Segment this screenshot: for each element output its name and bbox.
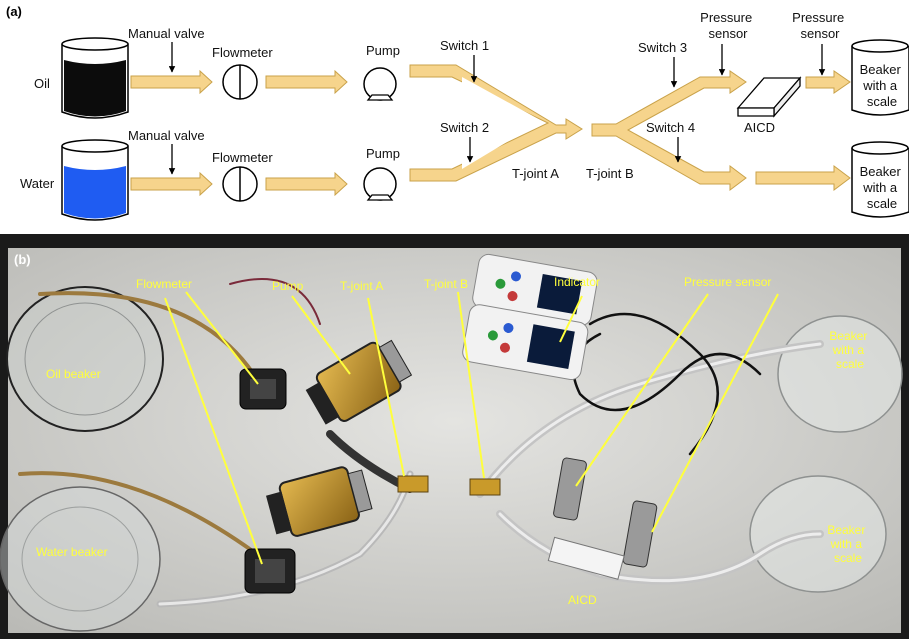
switch-4-label: Switch 4: [646, 120, 695, 135]
oil-pump-label: Pump: [366, 43, 400, 58]
pressure-sensor-2-label: Pressure sensor: [792, 10, 848, 41]
schematic-panel: (a) Oil Manual valve Flowmeter Pump Wate…: [0, 0, 909, 232]
oil-beaker-photo: [7, 287, 163, 431]
switch-2-label: Switch 2: [440, 120, 489, 135]
water-beaker-photo: [0, 487, 160, 631]
switch-3-label: Switch 3: [638, 40, 687, 55]
pump-photo-label: Pump: [272, 279, 304, 293]
t-joint-a-label: T-joint A: [512, 166, 559, 181]
oil-flowmeter-icon: [223, 65, 257, 99]
switch-1-label: Switch 1: [440, 38, 489, 53]
oil-beaker-photo-label: Oil beaker: [46, 367, 101, 381]
water-beaker-photo-label: Water beaker: [36, 545, 108, 559]
oil-pump-icon: [364, 68, 396, 100]
panel-b-tag: (b): [14, 252, 31, 267]
t-joint-b-label: T-joint B: [586, 166, 634, 181]
t-joint-a-photo: [398, 476, 428, 492]
aicd-photo-label: AICD: [568, 593, 597, 607]
aicd-device: [738, 78, 800, 116]
aicd-label: AICD: [744, 120, 775, 135]
oil-label: Oil: [34, 76, 50, 91]
flowmeter-photo-label: Flowmeter: [136, 277, 192, 291]
oil-manual-valve-label: Manual valve: [128, 26, 205, 41]
oil-pipe-2: [266, 71, 347, 93]
water-flowmeter-icon: [223, 167, 257, 201]
pressure-sensor-photo-label: Pressure sensor: [684, 275, 771, 289]
water-manual-valve-label: Manual valve: [128, 128, 205, 143]
merge-pipes: [410, 65, 582, 181]
water-pump-icon: [364, 168, 396, 200]
t-joint-b-photo: [470, 479, 500, 495]
indicator-photo-label: Indicator: [554, 275, 600, 289]
water-flowmeter-label: Flowmeter: [212, 150, 273, 165]
oil-flowmeter-label: Flowmeter: [212, 45, 273, 60]
oil-tank: [62, 38, 128, 118]
water-pipe-2: [266, 173, 347, 195]
photo-panel: (b) Flowmeter Pump T-joint A T-joint B I…: [0, 234, 909, 639]
bottom-outlet-pipe: [756, 166, 850, 190]
water-pipe-1: [131, 173, 212, 195]
flowmeter-bottom-photo: [245, 549, 295, 593]
water-tank: [62, 140, 128, 220]
oil-pipe-1: [131, 71, 212, 93]
pressure-sensor-1-label: Pressure sensor: [700, 10, 756, 41]
aicd-outlet-pipe: [806, 71, 850, 93]
flowmeter-top-photo: [240, 369, 286, 409]
t-joint-a-photo-label: T-joint A: [340, 279, 383, 293]
panel-a-tag: (a): [6, 4, 22, 19]
water-pump-label: Pump: [366, 146, 400, 161]
t-joint-b-photo-label: T-joint B: [424, 277, 468, 291]
water-label: Water: [20, 176, 55, 191]
